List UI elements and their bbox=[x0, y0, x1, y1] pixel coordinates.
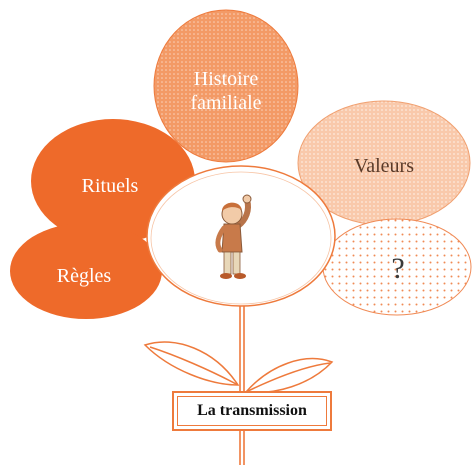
petal-regles-label: Règles bbox=[57, 265, 112, 287]
petal-rituels-label: Rituels bbox=[82, 175, 139, 197]
caption-box: La transmission bbox=[172, 391, 332, 431]
caption-inner-border bbox=[177, 396, 327, 426]
petal-valeurs: Valeurs bbox=[297, 100, 471, 226]
child-figure-icon bbox=[215, 194, 252, 279]
petal-histoire-label-line: Histoire bbox=[194, 68, 259, 90]
petal-histoire-label-line: familiale bbox=[190, 92, 261, 114]
leaves bbox=[143, 341, 334, 394]
stem bbox=[239, 305, 245, 465]
petal-regles: Règles bbox=[10, 223, 162, 319]
petal-question: ? bbox=[322, 218, 472, 316]
petal-question-label: ? bbox=[391, 252, 404, 285]
caption-text: La transmission bbox=[197, 402, 307, 419]
petal-valeurs-label: Valeurs bbox=[354, 155, 414, 177]
